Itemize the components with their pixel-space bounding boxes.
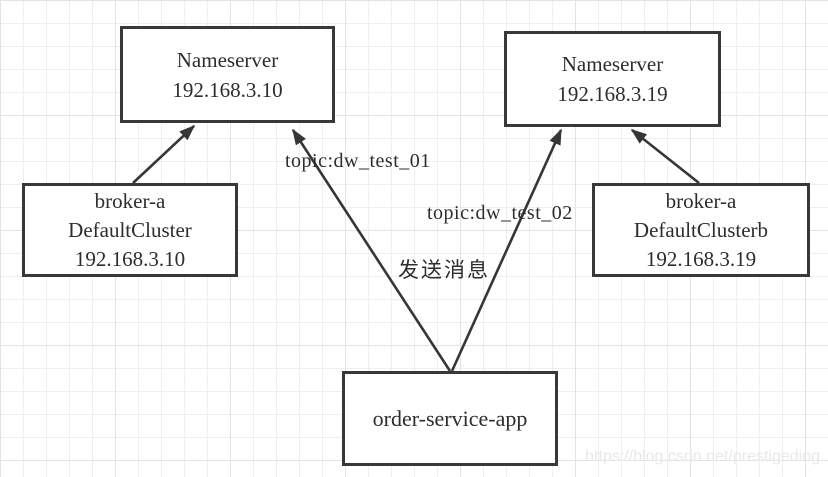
- edge-order-service-to-nameserver-10: [291, 128, 452, 372]
- node-title: broker-a: [665, 188, 737, 213]
- edge-label-topic-dw-test-01: topic:dw_test_01: [285, 150, 431, 172]
- node-order-service-app: order-service-app: [342, 371, 558, 466]
- watermark: https://blog.csdn.net/prestigeding: [585, 448, 820, 465]
- node-ip: 192.168.3.19: [645, 246, 757, 271]
- edge-broker-b-to-nameserver-19: [630, 128, 700, 185]
- edge-broker-a-to-nameserver-10: [132, 124, 196, 184]
- edge-label-send-message: 发送消息: [398, 259, 490, 282]
- node-title: Nameserver: [561, 52, 664, 76]
- node-ip: 192.168.3.10: [172, 77, 283, 102]
- node-title: broker-a: [94, 188, 166, 213]
- node-nameserver-19: Nameserver 192.168.3.19: [504, 31, 721, 127]
- node-title: Nameserver: [176, 47, 279, 72]
- node-ip: 192.168.3.10: [74, 246, 186, 271]
- node-broker-a-defaultcluster: broker-a DefaultCluster 192.168.3.10: [22, 183, 238, 277]
- node-title: order-service-app: [372, 405, 528, 431]
- node-cluster: DefaultCluster: [68, 217, 192, 242]
- edge-label-topic-dw-test-02: topic:dw_test_02: [427, 202, 573, 224]
- node-ip: 192.168.3.19: [557, 82, 668, 106]
- node-nameserver-10: Nameserver 192.168.3.10: [120, 26, 335, 123]
- edge-order-service-to-nameserver-19: [450, 128, 563, 372]
- node-cluster: DefaultClusterb: [633, 217, 769, 242]
- node-broker-a-defaultclusterb: broker-a DefaultClusterb 192.168.3.19: [592, 183, 810, 277]
